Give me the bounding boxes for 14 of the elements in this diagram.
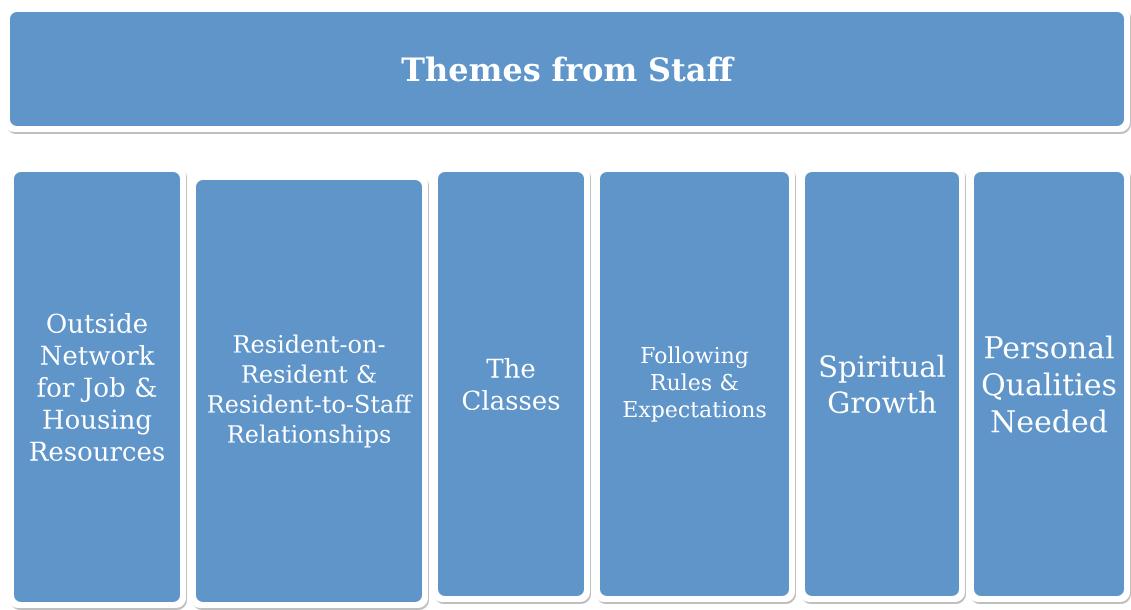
- node-label: Following Rules & Expectations: [623, 346, 766, 422]
- theme-box: Spiritual Growth: [799, 166, 966, 604]
- node-label: The Classes: [462, 357, 560, 411]
- node-label: Resident-on-Resident & Resident-to-Staff Relationships: [207, 334, 413, 448]
- theme-box: Personal Qualities Needed: [968, 166, 1131, 604]
- node-label: Personal Qualities Needed: [982, 335, 1116, 433]
- node-label: Themes from Staff: [401, 56, 735, 82]
- theme-box: Outside Network for Job & Housing Resources: [8, 166, 187, 610]
- node-label: Outside Network for Job & Housing Resources: [30, 312, 164, 462]
- theme-box: Resident-on-Resident & Resident-to-Staff Relationships: [190, 174, 429, 610]
- node-label: Spiritual Growth: [820, 354, 946, 414]
- theme-box: Following Rules & Expectations: [594, 166, 796, 604]
- theme-box: The Classes: [432, 166, 591, 604]
- title-banner: Themes from Staff: [4, 6, 1131, 134]
